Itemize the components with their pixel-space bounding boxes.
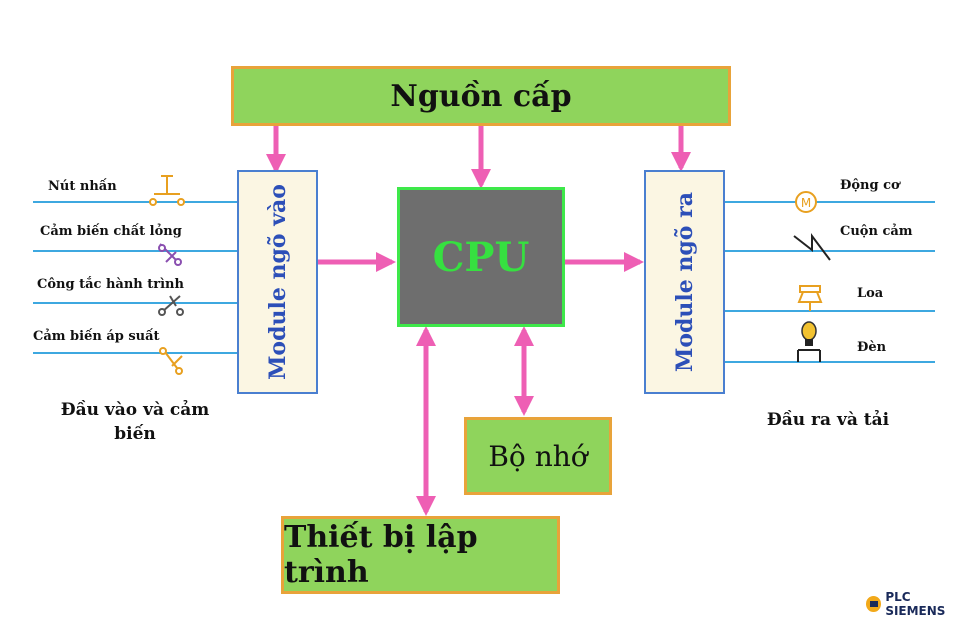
liquid-sensor-icon: [158, 243, 182, 266]
output-caption: Đầu ra và tải: [766, 410, 890, 430]
push-button-icon: [149, 175, 185, 206]
brand-logo-text: PLC SIEMENS: [885, 590, 946, 618]
input-label-liquid-sensor: Cảm biến chất lỏng: [40, 224, 182, 239]
cpu-box: CPU: [397, 187, 565, 327]
input-label-limit-switch: Công tắc hành trình: [37, 277, 184, 292]
pressure-sensor-icon: [159, 347, 183, 375]
programmer-label: Thiết bị lập trình: [284, 520, 478, 590]
power-supply-box: Nguồn cấp: [231, 66, 731, 126]
lamp-icon: [797, 321, 821, 362]
input-caption: Đầu vào và cảm biến: [40, 398, 230, 446]
brand-logo-icon: [866, 596, 882, 612]
memory-label: Bộ nhớ: [488, 439, 588, 473]
inductor-icon: [793, 233, 831, 261]
input-caption-line2: biến: [114, 424, 156, 444]
programmer-box: Thiết bị lập trình: [281, 516, 560, 594]
input-module-label: Module ngõ vào: [264, 184, 291, 380]
input-label-pressure-sensor: Cảm biến áp suất: [33, 329, 160, 344]
power-supply-label: Nguồn cấp: [390, 78, 572, 114]
input-caption-line1: Đầu vào và cảm: [60, 400, 210, 420]
input-label-push-button: Nút nhấn: [48, 179, 117, 194]
input-module-box: Module ngõ vào: [237, 170, 318, 394]
output-module-box: Module ngõ ra: [644, 170, 725, 394]
cpu-label: CPU: [432, 233, 530, 281]
motor-symbol: M: [801, 196, 811, 210]
speaker-icon: [797, 285, 823, 311]
brand-logo: PLC SIEMENS: [866, 590, 971, 618]
output-label-speaker: Loa: [857, 286, 884, 301]
output-label-lamp: Đèn: [857, 340, 887, 355]
output-label-motor: Động cơ: [840, 178, 900, 193]
output-module-label: Module ngõ ra: [671, 192, 698, 372]
motor-icon: M: [795, 191, 817, 213]
limit-switch-icon: [158, 295, 184, 316]
memory-box: Bộ nhớ: [464, 417, 612, 495]
output-label-inductor: Cuộn cảm: [840, 224, 913, 239]
